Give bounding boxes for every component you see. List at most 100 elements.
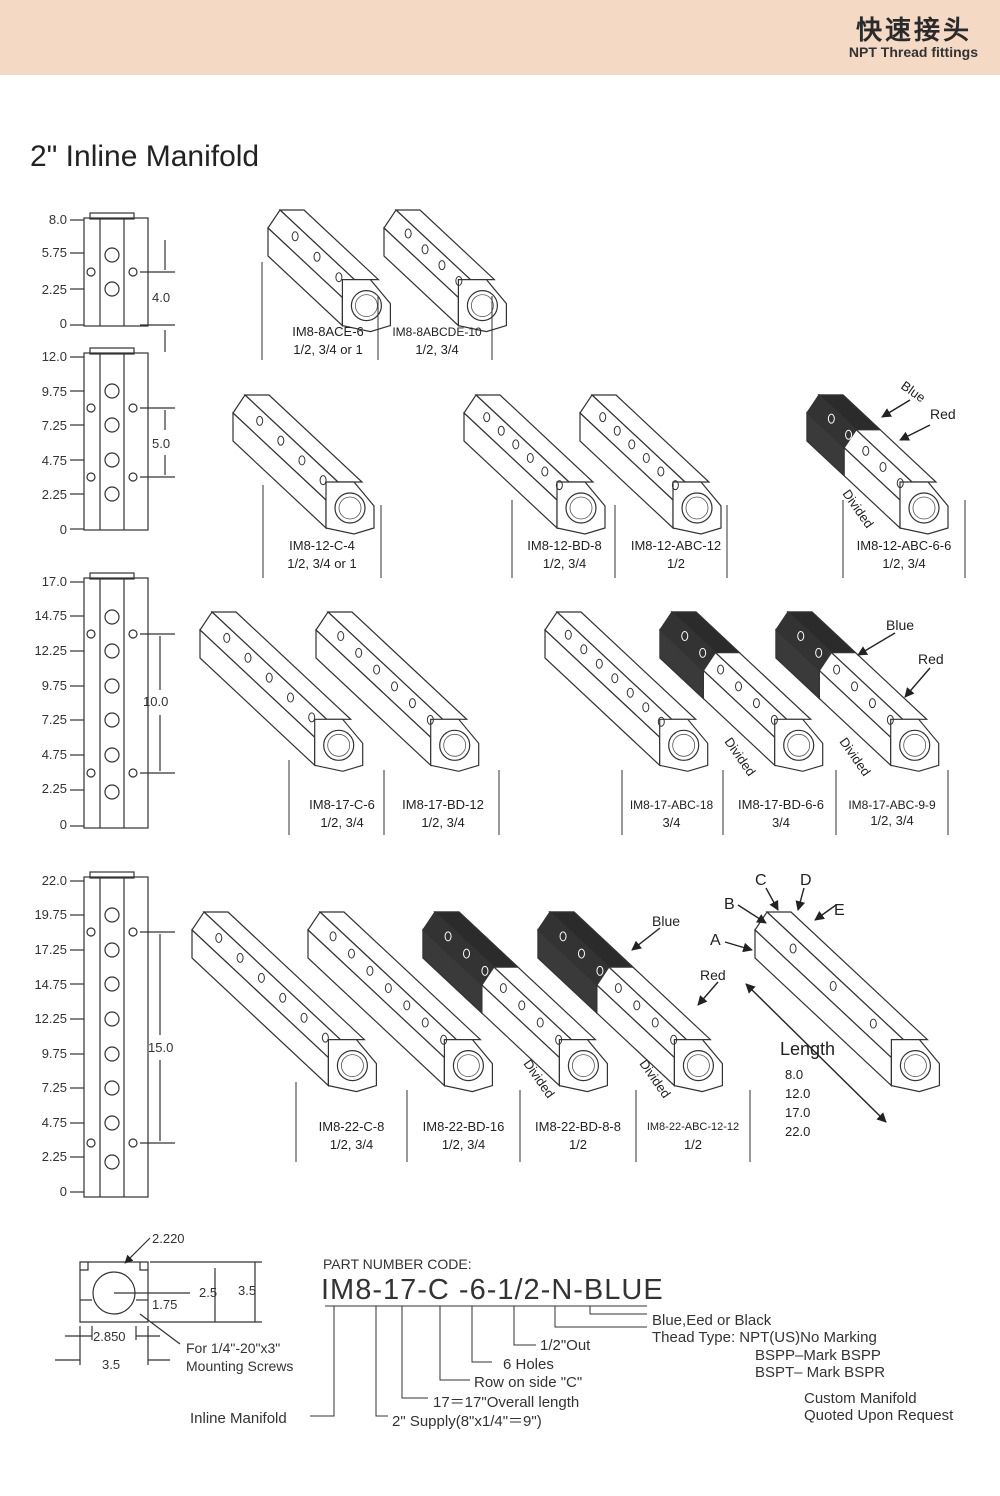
model-label: IM8-22-BD-8-8 xyxy=(535,1119,621,1134)
callout-red: Red xyxy=(930,406,956,422)
dim-2850: 2.850 xyxy=(93,1329,126,1344)
scale-22-drawing xyxy=(70,871,175,1198)
length-value: 22.0 xyxy=(785,1124,811,1139)
dim-25: 2.5 xyxy=(199,1285,218,1300)
scale-12-drawing xyxy=(70,347,175,531)
cross-section-drawing xyxy=(55,1237,262,1365)
scale-span: 4.0 xyxy=(152,290,171,305)
part-code-title: PART NUMBER CODE: xyxy=(323,1256,472,1272)
model-label: IM8-12-BD-8 xyxy=(527,538,602,553)
size-label: 1/2, 3/4 xyxy=(329,1137,374,1152)
model-label: IM8-22-BD-16 xyxy=(422,1119,505,1134)
manifold-body xyxy=(537,911,724,1093)
code-out-desc: 1/2"Out xyxy=(540,1337,591,1354)
manifold-body xyxy=(422,911,609,1093)
callout-red: Red xyxy=(700,967,726,983)
code-thread-desc: Thead Type: NPT(US)No Marking xyxy=(652,1329,877,1346)
scale-tick: 2.25 xyxy=(41,781,67,796)
scale-tick: 14.75 xyxy=(34,977,67,992)
model-label: IM8-12-ABC-6-6 xyxy=(856,538,952,553)
scale-tick: 0 xyxy=(59,522,67,537)
manifold-body xyxy=(659,611,824,772)
scale-8-drawing xyxy=(70,212,175,352)
length-value: 8.0 xyxy=(785,1067,804,1082)
manifold-body xyxy=(463,394,606,535)
manifold-body xyxy=(232,394,375,535)
scale-tick: 17.0 xyxy=(41,574,67,589)
scale-span: 10.0 xyxy=(143,694,169,709)
callout-blue: Blue xyxy=(886,617,915,633)
code-holes-desc: 6 Holes xyxy=(503,1356,554,1373)
scale-tick: 7.25 xyxy=(41,712,67,727)
size-label: 1/2, 3/4 xyxy=(882,556,926,571)
manifold-body xyxy=(775,611,940,772)
size-label: 3/4 xyxy=(771,815,791,830)
size-label: 1/2, 3/4 xyxy=(421,815,465,830)
model-label: IM8-8ABCDE-10 xyxy=(392,325,482,339)
manifold-body xyxy=(579,394,722,535)
scale-span: 5.0 xyxy=(152,436,171,451)
manifold-body xyxy=(307,911,493,1093)
code-bspp-desc: BSPP–Mark BSPP xyxy=(755,1347,881,1364)
size-label: 3/4 xyxy=(662,815,681,830)
model-label: IM8-17-BD-6-6 xyxy=(738,797,824,812)
code-inline-desc: Inline Manifold xyxy=(190,1410,287,1427)
manifold-body xyxy=(199,611,364,772)
scale-tick: 0 xyxy=(59,316,67,331)
scale-tick: 7.25 xyxy=(41,1080,67,1095)
code-row-desc: Row on side "C" xyxy=(474,1374,583,1391)
model-label: IM8-12-ABC-12 xyxy=(630,538,722,553)
size-label: 1/2, 3/4 or 1 xyxy=(287,556,357,571)
scale-tick: 4.75 xyxy=(41,747,67,762)
side-b-label: B xyxy=(724,896,735,913)
scale-tick: 8.0 xyxy=(48,212,67,227)
scale-tick: 2.25 xyxy=(41,282,67,297)
size-label: 1/2, 3/4 xyxy=(542,556,587,571)
scale-tick: 5.75 xyxy=(41,245,67,260)
code-overall-desc: 17＝17"Overall length xyxy=(433,1394,580,1411)
dim-35-h: 3.5 xyxy=(102,1357,121,1372)
model-label: IM8-17-BD-12 xyxy=(402,797,484,812)
scale-tick: 9.75 xyxy=(41,678,67,693)
code-supply-desc: 2" Supply(8"x1/4"＝9") xyxy=(392,1413,542,1430)
scale-tick: 22.0 xyxy=(41,873,67,888)
size-label: 1/2 xyxy=(568,1137,588,1152)
model-label: IM8-22-ABC-12-12 xyxy=(646,1121,740,1133)
scale-tick: 0 xyxy=(59,817,67,832)
model-label: IM8-17-ABC-18 xyxy=(629,798,714,812)
screws-note-line2: Mounting Screws xyxy=(186,1358,294,1374)
scale-tick: 4.75 xyxy=(41,453,67,468)
scale-tick: 2.25 xyxy=(41,487,67,502)
callout-red: Red xyxy=(918,651,944,667)
header-title-en: NPT Thread fittings xyxy=(848,44,978,60)
model-label: IM8-8ACE-6 xyxy=(292,324,364,339)
manifold-body xyxy=(315,611,480,772)
dim-35-v: 3.5 xyxy=(238,1283,257,1298)
size-label: 1/2, 3/4 xyxy=(320,815,364,830)
scale-tick: 9.75 xyxy=(41,384,67,399)
model-label: IM8-17-ABC-9-9 xyxy=(848,798,936,812)
custom-note-line1: Custom Manifold xyxy=(804,1390,917,1407)
scale-tick: 12.25 xyxy=(34,1011,67,1026)
manifold-body xyxy=(544,611,709,772)
size-label: 1/2, 3/4 xyxy=(870,813,914,828)
manifold-body xyxy=(383,209,507,333)
side-c-label: C xyxy=(755,872,767,889)
model-label: IM8-17-C-6 xyxy=(309,797,375,812)
model-label: IM8-12-C-4 xyxy=(289,538,355,553)
scale-tick: 0 xyxy=(59,1184,67,1199)
screws-note-line1: For 1/4"-20"x3" xyxy=(186,1340,281,1356)
size-label: 1/2, 3/4 xyxy=(441,1137,486,1152)
scale-17-drawing xyxy=(70,572,175,829)
size-label: 1/2 xyxy=(666,556,686,571)
scale-tick: 2.25 xyxy=(41,1149,67,1164)
scale-span: 15.0 xyxy=(148,1040,174,1055)
callout-blue: Blue xyxy=(652,913,681,929)
dim-2220: 2.220 xyxy=(152,1231,185,1246)
scale-tick: 19.75 xyxy=(34,907,67,922)
manifold-body xyxy=(191,911,377,1093)
dim-175: 1.75 xyxy=(152,1297,178,1312)
manifold-body xyxy=(806,394,949,535)
page-title: 2" Inline Manifold xyxy=(30,140,260,173)
